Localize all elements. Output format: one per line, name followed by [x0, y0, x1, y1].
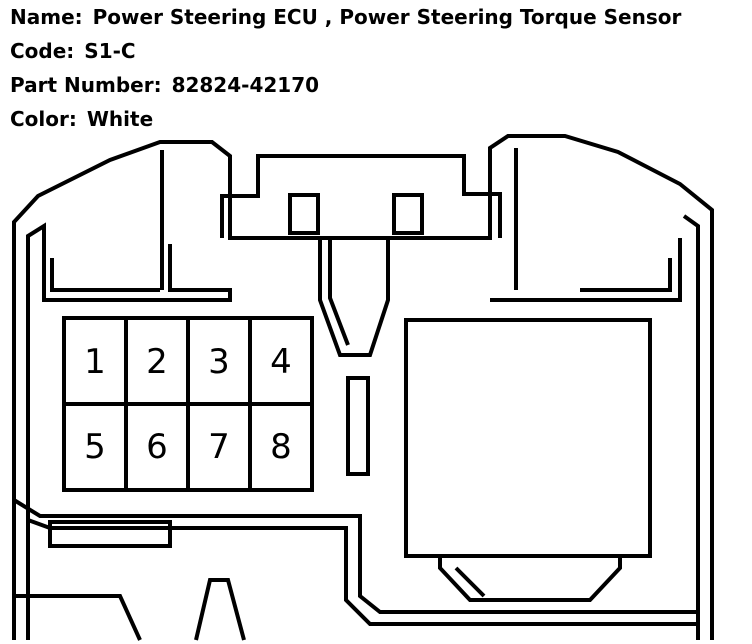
part-number-label: Part Number: — [10, 73, 162, 97]
right-pocket — [490, 238, 682, 302]
top-center-latch — [220, 154, 502, 238]
large-cavity-bottom — [438, 556, 622, 602]
pin-1-label: 1 — [84, 342, 106, 382]
connector-info: Name: Power Steering ECU , Power Steering… — [10, 2, 681, 138]
key-slot — [346, 376, 370, 476]
left-pocket-inner — [50, 258, 160, 292]
name-label: Name: — [10, 5, 83, 29]
pin-3-label: 3 — [208, 342, 230, 382]
bottom-notch-left — [12, 594, 142, 641]
center-tab-inner — [328, 238, 350, 346]
part-number-value: 82824-42170 — [171, 73, 320, 97]
color-label: Color: — [10, 107, 77, 131]
lower-flange-inner — [27, 518, 698, 626]
large-cavity-bottom-inner — [454, 566, 486, 598]
pin-5-label: 5 — [84, 427, 106, 467]
center-tab — [318, 238, 390, 357]
connector-housing-inner-line-right — [682, 214, 700, 640]
right-pocket-inner — [580, 258, 672, 292]
pin-6-label: 6 — [146, 427, 168, 467]
code-row: Code: S1-C — [10, 36, 681, 70]
connector-housing-outline — [12, 134, 714, 640]
connector-housing-inner-line — [26, 222, 46, 640]
pin-labels: 1 2 3 4 5 6 7 8 — [84, 342, 292, 467]
part-number-row: Part Number: 82824-42170 — [10, 70, 681, 104]
lower-flange — [12, 498, 698, 614]
left-pocket — [42, 240, 232, 302]
code-value: S1-C — [84, 39, 136, 63]
name-row: Name: Power Steering ECU , Power Steering… — [10, 2, 681, 36]
latch-slot-right — [392, 193, 424, 235]
lower-left-rib — [48, 520, 172, 548]
name-value: Power Steering ECU , Power Steering Torq… — [92, 5, 682, 29]
color-value: White — [86, 107, 154, 131]
code-label: Code: — [10, 39, 75, 63]
pin-4-label: 4 — [270, 342, 292, 382]
color-row: Color: White — [10, 104, 681, 138]
bottom-notch-center — [194, 578, 246, 641]
pin-7-label: 7 — [208, 427, 230, 467]
large-cavity — [404, 318, 652, 558]
latch-slot-left — [288, 193, 320, 235]
pin-8-label: 8 — [270, 427, 292, 467]
pin-2-label: 2 — [146, 342, 168, 382]
